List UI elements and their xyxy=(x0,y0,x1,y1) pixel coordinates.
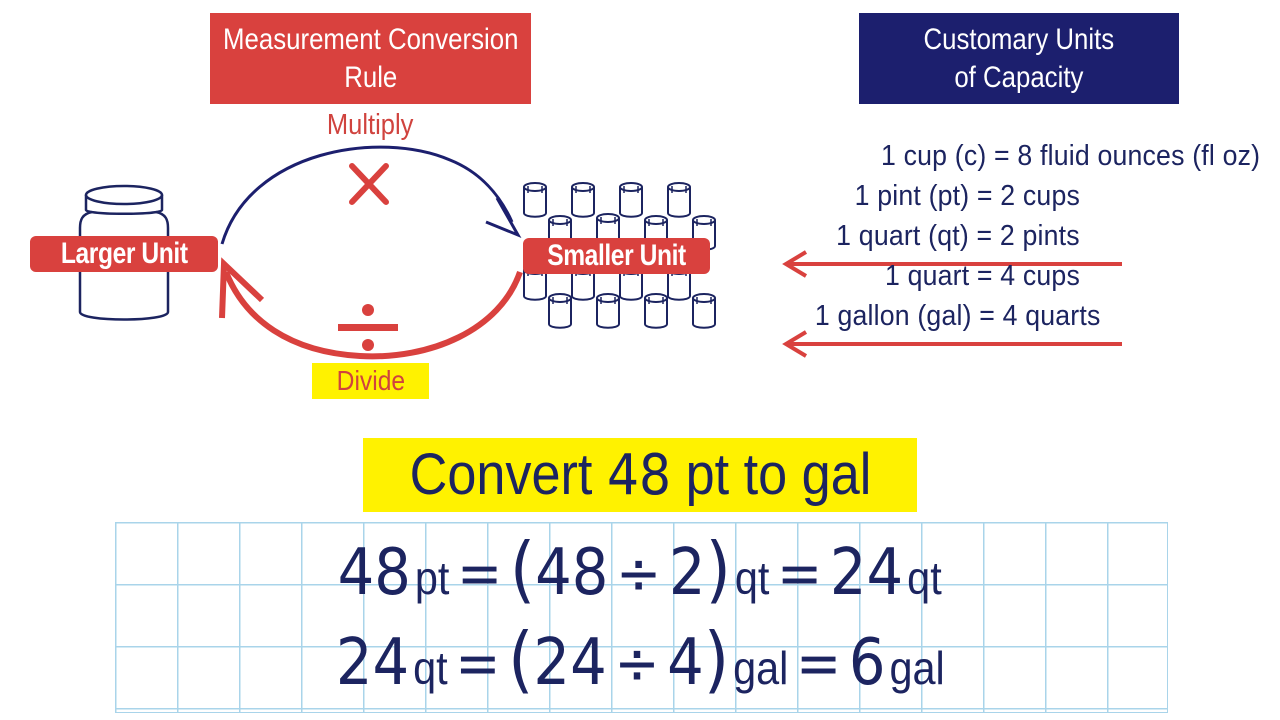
equation-line-2: 24 qt = (24 ÷ 4) gal = 6 gal xyxy=(0,617,1280,701)
eq2-b-unit: gal xyxy=(732,642,789,694)
eq1-close-paren: ) xyxy=(705,527,732,611)
capacity-facts-list: 1 cup (c) = 8 fluid ounces (fl oz) 1 pin… xyxy=(700,140,1260,350)
multiply-arrow-icon xyxy=(220,145,514,245)
problem-number: 48 xyxy=(606,443,671,508)
eq2-result: 6 xyxy=(848,626,886,700)
eq2-result-unit: gal xyxy=(889,642,945,694)
fact-pint: 1 pint (pt) = 2 cups xyxy=(854,180,1080,212)
eq2-close-paren: ) xyxy=(703,617,729,701)
eq1-b-unit: qt xyxy=(735,552,770,604)
rule-title-box: Measurement Conversion Rule xyxy=(210,13,531,104)
fact-quart-cups: 1 quart = 4 cups xyxy=(884,260,1080,292)
smaller-unit-label: Smaller Unit xyxy=(523,238,710,274)
eq1-equals-2: = xyxy=(777,539,823,609)
eq1-result-unit: qt xyxy=(907,552,943,604)
eq1-b: 48 xyxy=(535,536,609,610)
multiply-arrowhead-icon xyxy=(485,197,522,239)
problem-suffix: pt to gal xyxy=(685,442,871,507)
multiply-label: Multiply xyxy=(326,109,414,141)
eq1-a-unit: pt xyxy=(415,552,450,604)
fact-pointer-arrow-1 xyxy=(782,250,1122,278)
grid-paper xyxy=(115,522,1168,713)
fact-gallon: 1 gallon (gal) = 4 quarts xyxy=(814,300,1100,332)
eq2-equals-2: = xyxy=(795,629,841,699)
eq1-c: 2 xyxy=(669,536,706,610)
eq2-open-paren: ( xyxy=(507,617,534,701)
eq2-c: 4 xyxy=(666,626,704,700)
eq1-divide: ÷ xyxy=(616,539,662,609)
capacity-title-line2: of Capacity xyxy=(954,60,1084,94)
capacity-title-box: Customary Units of Capacity xyxy=(859,13,1179,104)
eq2-b: 24 xyxy=(533,626,607,700)
eq2-a: 24 xyxy=(335,626,409,700)
eq2-divide: ÷ xyxy=(614,629,660,699)
fact-pointer-arrow-2 xyxy=(782,330,1122,358)
eq2-a-unit: qt xyxy=(412,642,448,694)
eq1-a: 48 xyxy=(337,536,412,610)
eq1-open-paren: ( xyxy=(510,527,536,611)
eq1-result: 24 xyxy=(830,536,904,610)
conversion-diagram xyxy=(78,145,1122,360)
divide-arrow-icon xyxy=(223,270,523,360)
larger-unit-label: Larger Unit xyxy=(30,236,218,272)
divide-symbol-icon xyxy=(338,304,398,351)
problem-banner: Convert 48 pt to gal xyxy=(363,438,917,512)
divide-label: Divide xyxy=(312,363,429,399)
divide-arrowhead-icon xyxy=(219,257,265,319)
rule-title-line2: Rule xyxy=(343,60,398,94)
capacity-title-line1: Customary Units xyxy=(923,22,1115,56)
eq2-equals: = xyxy=(454,629,501,699)
eq1-equals: = xyxy=(457,539,503,609)
problem-prefix: Convert xyxy=(409,442,592,507)
multiply-symbol-icon xyxy=(349,163,389,205)
rule-title-line1: Measurement Conversion xyxy=(222,22,519,56)
fact-cup: 1 cup (c) = 8 fluid ounces (fl oz) xyxy=(880,140,1260,172)
fact-quart-pints: 1 quart (qt) = 2 pints xyxy=(836,220,1080,252)
jar-icon xyxy=(78,184,170,321)
equation-line-1: 48 pt = (48 ÷ 2) qt = 24 qt xyxy=(0,527,1280,611)
